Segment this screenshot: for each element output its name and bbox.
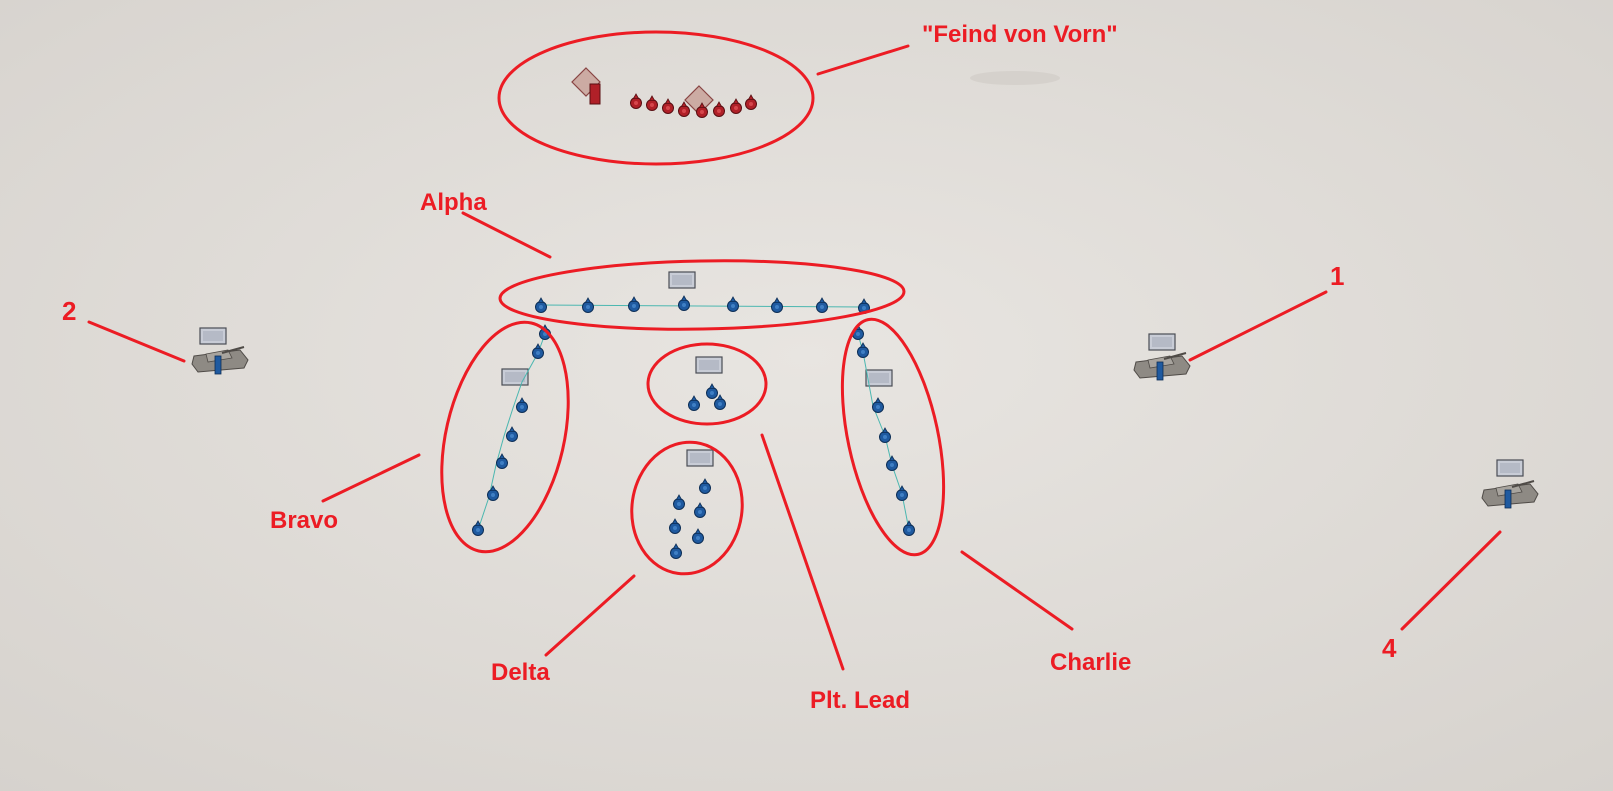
charlie-label: Charlie <box>1050 649 1131 676</box>
annotation-leaders <box>87 44 1502 671</box>
alpha-label: Alpha <box>420 189 487 216</box>
bravo-squad <box>472 324 551 536</box>
group-flag-icon <box>1148 333 1176 351</box>
plt-lead-outline <box>646 342 768 426</box>
vehicle-1-label: 1 <box>1330 261 1344 291</box>
ground-shadow <box>970 71 1060 85</box>
alpha-leader-line <box>461 211 552 259</box>
plt-lead-label: Plt. Lead <box>810 687 910 714</box>
alpha-squad <box>535 271 870 314</box>
enemy-group <box>571 67 757 118</box>
bravo-leader-line <box>321 453 421 503</box>
vehicle-2-leader-line <box>87 320 186 363</box>
vehicle-4-label: 4 <box>1382 633 1397 663</box>
alpha-outline <box>498 259 906 331</box>
vehicle-2-label: 2 <box>62 296 76 326</box>
charlie-squad <box>852 324 915 536</box>
bravo-outline <box>440 320 570 554</box>
charlie-leader-line <box>960 550 1074 631</box>
enemy-label: "Feind von Vorn" <box>922 21 1118 48</box>
plt-lead-leader-line <box>760 433 845 671</box>
vehicle-4-leader-line <box>1400 530 1502 631</box>
group-flag-icon <box>695 356 723 374</box>
bravo-label: Bravo <box>270 507 338 534</box>
group-flag-icon <box>668 271 696 289</box>
charlie-outline <box>840 317 946 557</box>
enemy-leader-line <box>816 44 910 76</box>
annotation-outlines <box>440 30 946 576</box>
delta-leader-line <box>544 574 636 657</box>
group-flag-icon <box>501 368 529 386</box>
group-flag-icon <box>1496 459 1524 477</box>
enemy-outline <box>497 30 815 166</box>
group-flag-icon <box>199 327 227 345</box>
group-flag-icon <box>865 369 893 387</box>
vehicle-1-leader-line <box>1188 290 1328 362</box>
delta-label: Delta <box>491 659 550 686</box>
delta-outline <box>630 440 744 576</box>
group-flag-icon <box>686 449 714 467</box>
